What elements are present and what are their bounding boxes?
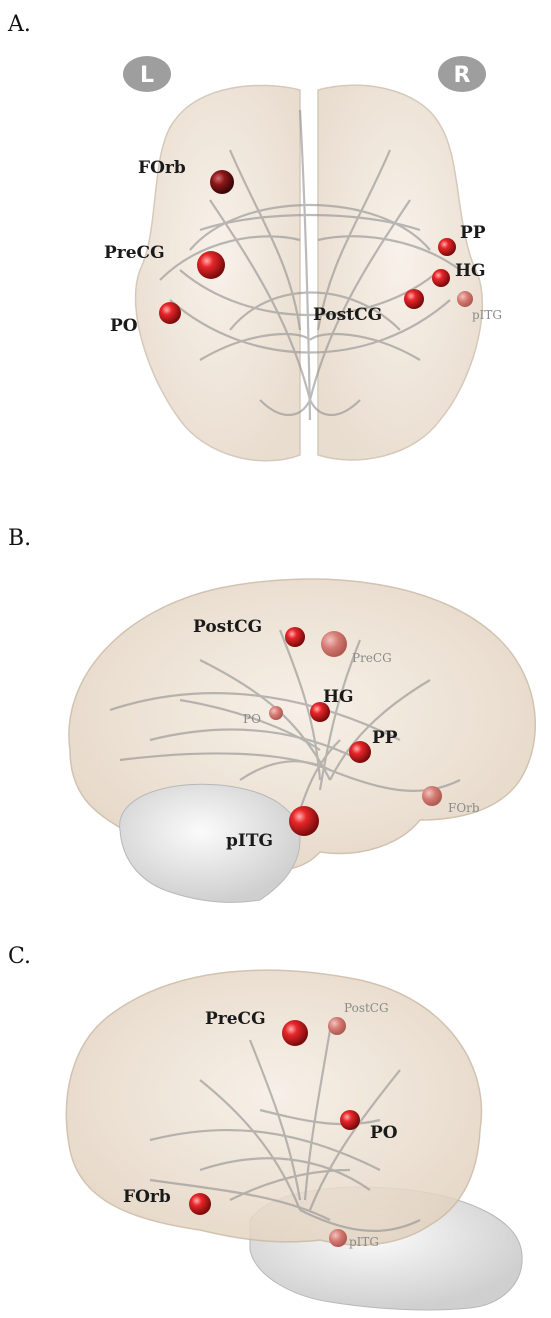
node-pp <box>349 741 371 763</box>
brain-lateral-view-right: PreCG PostCG PO FOrb pITG <box>0 920 551 1314</box>
right-hemisphere-badge: R <box>438 56 486 92</box>
panel-a-letter: A. <box>8 12 31 37</box>
panel-c-letter: C. <box>8 944 31 969</box>
node-postcg <box>404 289 424 309</box>
label-postcg: PostCG <box>313 305 382 325</box>
label-pitg: pITG <box>349 1235 379 1249</box>
node-forb <box>189 1193 211 1215</box>
panel-c: C. PreCG PostCG PO FOrb pITG <box>0 920 551 1314</box>
node-pitg <box>329 1229 347 1247</box>
left-hemisphere-badge: L <box>123 56 171 92</box>
label-hg: HG <box>455 261 486 281</box>
node-pitg <box>457 291 473 307</box>
node-postcg <box>328 1017 346 1035</box>
panel-a: A. L R <box>0 0 551 480</box>
left-badge-label: L <box>140 63 154 88</box>
label-hg: HG <box>323 687 354 707</box>
brain-axial-view: L R <box>0 0 551 480</box>
node-precg <box>321 631 347 657</box>
right-badge-label: R <box>454 63 471 88</box>
node-po <box>269 706 283 720</box>
node-po <box>340 1110 360 1130</box>
node-postcg <box>285 627 305 647</box>
node-po <box>159 302 181 324</box>
node-hg <box>432 269 450 287</box>
node-forb <box>210 170 234 194</box>
label-precg: PreCG <box>352 651 392 665</box>
label-pp: PP <box>460 223 486 243</box>
node-forb <box>422 786 442 806</box>
label-po: PO <box>370 1123 398 1143</box>
label-pp: PP <box>372 728 398 748</box>
node-pitg <box>289 806 319 836</box>
label-po: PO <box>243 712 261 726</box>
label-postcg: PostCG <box>193 617 262 637</box>
brain-lateral-view-left: PostCG PreCG PO HG PP FOrb pITG <box>0 480 551 920</box>
label-forb: FOrb <box>138 158 186 178</box>
label-postcg: PostCG <box>344 1001 389 1015</box>
node-pp <box>438 238 456 256</box>
label-pitg: pITG <box>472 308 502 322</box>
node-precg <box>197 251 225 279</box>
label-precg: PreCG <box>205 1009 266 1029</box>
panel-b-letter: B. <box>8 526 31 551</box>
node-precg <box>282 1020 308 1046</box>
label-forb: FOrb <box>123 1187 171 1207</box>
label-po: PO <box>110 316 138 336</box>
label-pitg: pITG <box>226 831 273 851</box>
panel-b: B. PostCG PreCG PO HG <box>0 480 551 920</box>
label-forb: FOrb <box>448 801 480 815</box>
label-precg: PreCG <box>104 243 165 263</box>
